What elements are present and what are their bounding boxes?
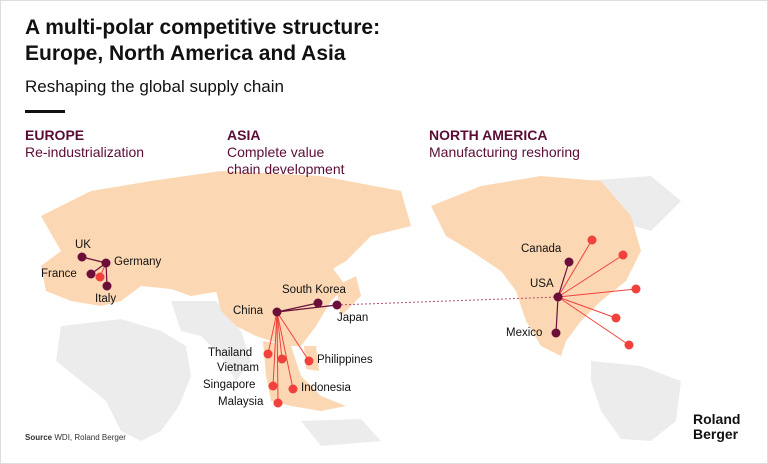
label-indonesia: Indonesia [301, 382, 351, 394]
label-philippines: Philippines [317, 354, 373, 366]
label-south-korea: South Korea [282, 284, 346, 296]
label-mexico: Mexico [506, 327, 543, 339]
label-vietnam: Vietnam [217, 362, 259, 374]
africa [56, 319, 191, 441]
asia-line-1: Complete value [227, 144, 325, 160]
south-america [591, 361, 681, 441]
label-china: China [233, 305, 264, 317]
title-underline [25, 110, 65, 113]
page-title: A multi-polar competitive structure: Euro… [25, 15, 380, 67]
label-usa: USA [530, 278, 554, 290]
title-line-1: A multi-polar competitive structure: [25, 16, 381, 39]
region-heading-asia: ASIA [227, 127, 261, 143]
label-italy: Italy [95, 293, 117, 305]
label-france: France [41, 268, 77, 280]
pacific-trade-link [336, 296, 559, 306]
north-america [431, 176, 641, 356]
spoke-markers [95, 235, 641, 408]
region-heading-north-america: NORTH AMERICA [429, 127, 548, 143]
source-label: Source [25, 433, 53, 442]
australia-north [301, 419, 381, 446]
hub-markers [77, 252, 574, 338]
japan-islands [336, 276, 361, 316]
label-germany: Germany [114, 256, 162, 268]
region-subtitle-north-america: Manufacturing reshoring [429, 144, 580, 160]
asia-line-2: chain development [227, 161, 345, 177]
logo-line-2: Berger [693, 426, 739, 442]
east-asia [216, 266, 346, 346]
label-japan: Japan [337, 312, 369, 324]
source-text: WDI, Roland Berger [54, 433, 126, 442]
label-malaysia: Malaysia [218, 396, 264, 408]
highlighted-landmasses [41, 171, 641, 411]
label-thailand: Thailand [208, 347, 253, 359]
region-subtitle-europe: Re-industrialization [25, 144, 145, 160]
region-heading-europe: EUROPE [25, 127, 85, 143]
source-note: Source WDI, Roland Berger [25, 433, 126, 442]
title-line-2: Europe, North America and Asia [25, 42, 346, 65]
label-canada: Canada [521, 243, 562, 255]
subtitle: Reshaping the global supply chain [25, 77, 284, 96]
logo-line-1: Roland [693, 411, 741, 427]
label-singapore: Singapore [203, 379, 256, 391]
label-uk: UK [75, 239, 91, 251]
